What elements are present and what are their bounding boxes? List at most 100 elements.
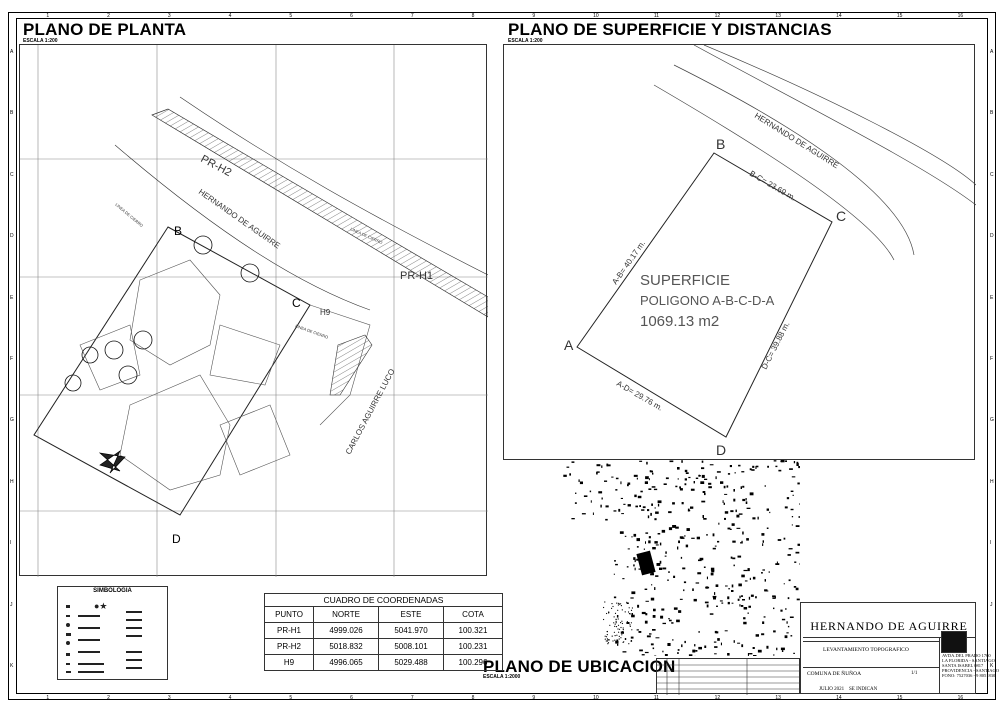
- map-block: [755, 465, 759, 468]
- map-block: [601, 465, 603, 468]
- map-block: [732, 540, 736, 543]
- map-block: [728, 588, 730, 590]
- park-dot: [613, 622, 615, 624]
- park-dot: [623, 641, 625, 643]
- map-block: [781, 618, 786, 621]
- park-dot: [608, 639, 610, 641]
- map-block: [793, 652, 795, 654]
- map-block: [717, 540, 720, 543]
- map-block: [762, 543, 764, 546]
- map-block: [742, 599, 745, 601]
- map-block: [659, 560, 662, 564]
- ruler-letter: J: [990, 601, 993, 608]
- map-block: [786, 632, 789, 634]
- map-block: [636, 538, 640, 542]
- map-block: [767, 465, 769, 468]
- ruler-letter: G: [10, 417, 14, 424]
- map-block: [724, 511, 729, 514]
- park-dot: [618, 628, 621, 630]
- ruler-number: 3: [167, 695, 171, 701]
- ruler-number: 5: [289, 13, 293, 19]
- map-block: [790, 508, 794, 511]
- map-block: [722, 500, 724, 503]
- map-block: [723, 485, 726, 489]
- map-block: [715, 584, 719, 587]
- ruler-letter: G: [990, 417, 994, 424]
- map-block: [752, 465, 755, 468]
- park-dot: [611, 635, 613, 637]
- map-block: [611, 476, 614, 478]
- map-block: [613, 596, 617, 599]
- park-dot: [613, 616, 615, 618]
- map-block: [574, 502, 577, 504]
- ruler-number: 16: [957, 695, 964, 701]
- surface-label-line1: SUPERFICIE: [640, 272, 730, 289]
- map-block: [696, 536, 700, 540]
- map-block: [755, 634, 759, 637]
- map-block: [705, 586, 709, 589]
- map-block: [679, 488, 683, 491]
- map-block: [636, 546, 639, 548]
- map-block: [653, 609, 656, 612]
- map-block: [787, 625, 790, 628]
- map-block: [672, 502, 675, 505]
- line-label: LINEA DE CIERRO: [295, 323, 329, 340]
- map-block: [634, 494, 637, 498]
- marker-pr-h1: PR-H1: [400, 270, 433, 282]
- map-block: [655, 637, 660, 639]
- map-block: [645, 532, 649, 534]
- park-dot: [629, 613, 631, 615]
- map-block: [662, 567, 667, 570]
- map-block: [772, 595, 776, 598]
- park-dot: [626, 601, 628, 603]
- ruler-letter: K: [990, 663, 994, 670]
- simbologia-title: SIMBOLOGIA: [93, 588, 132, 594]
- map-block: [652, 615, 656, 618]
- map-block: [785, 460, 787, 462]
- map-block: [714, 646, 718, 648]
- map-block: [741, 471, 745, 473]
- ruler-number: 9: [532, 695, 536, 701]
- map-block: [633, 564, 635, 567]
- map-block: [636, 629, 639, 631]
- ruler-number: 12: [714, 13, 721, 19]
- park-dot: [614, 625, 616, 627]
- park-dot: [628, 643, 630, 645]
- simbologia-box: SIMBOLOGIA ●★: [57, 586, 168, 680]
- map-block: [669, 460, 674, 463]
- ruler-letter: K: [10, 663, 14, 670]
- map-block: [647, 509, 650, 512]
- map-block: [700, 558, 703, 561]
- map-block: [764, 589, 768, 592]
- park-dot: [621, 622, 623, 625]
- park-dot: [616, 634, 618, 636]
- map-block: [644, 651, 649, 654]
- map-block: [566, 466, 570, 468]
- map-block: [662, 650, 664, 653]
- map-block: [590, 500, 592, 503]
- park-dot: [620, 605, 622, 607]
- map-block: [713, 596, 716, 600]
- park-dot: [621, 609, 623, 611]
- map-block: [624, 535, 627, 537]
- map-block: [690, 488, 695, 491]
- map-block: [626, 622, 630, 624]
- map-block: [635, 505, 638, 508]
- sheet-inner-frame: [16, 18, 988, 694]
- park-dot: [617, 618, 619, 620]
- park-dot: [615, 626, 618, 628]
- ruler-letter: E: [10, 294, 14, 301]
- map-block: [764, 485, 766, 487]
- ruler-number: 1: [46, 13, 50, 19]
- lot-boundary: [33, 226, 311, 516]
- map-block: [605, 518, 608, 521]
- map-block: [667, 579, 669, 581]
- map-block: [571, 518, 575, 520]
- map-block: [774, 596, 776, 599]
- surface-polygon: [576, 152, 833, 438]
- map-block: [729, 528, 732, 530]
- map-block: [773, 654, 775, 656]
- column-header: PUNTO: [264, 606, 314, 623]
- map-block: [697, 572, 702, 575]
- map-block: [668, 511, 672, 514]
